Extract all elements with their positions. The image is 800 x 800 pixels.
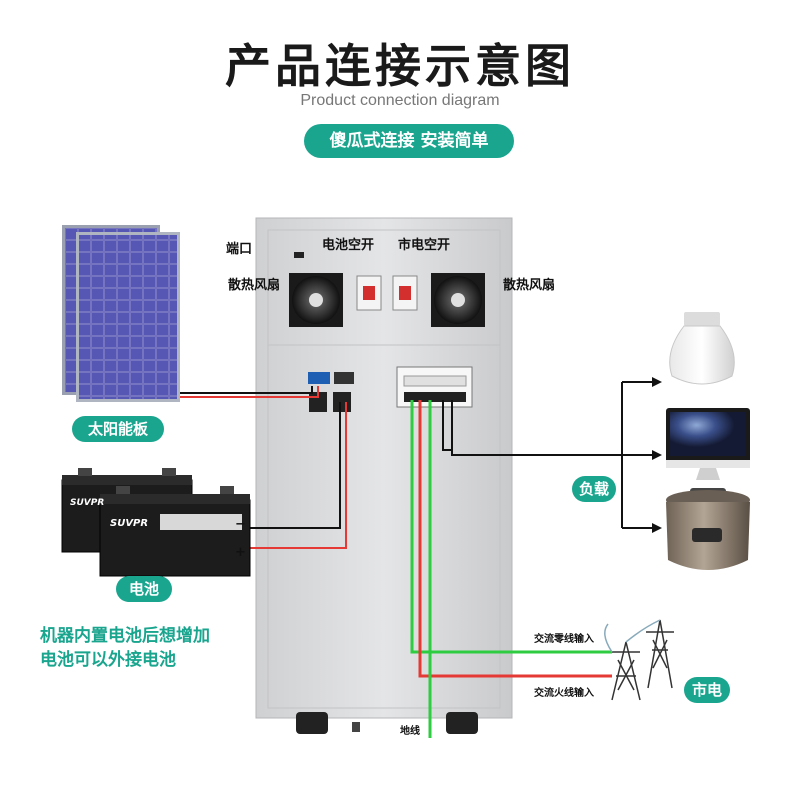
solar-wire-positive	[180, 386, 319, 398]
mains-breaker-icon	[392, 275, 418, 311]
port-icon	[294, 252, 304, 258]
fan-right-icon	[431, 273, 485, 327]
external-battery-note: 机器内置电池后想增加 电池可以外接电池	[40, 624, 250, 672]
battery-brand-back: SUVPR	[70, 498, 104, 508]
mains-label: 市电	[684, 677, 730, 703]
battery-minus-sign: −	[235, 517, 246, 532]
solar-panel-icon	[62, 225, 180, 402]
battery-plus-sign: +	[235, 545, 246, 560]
fan-right-label: 散热风扇	[503, 278, 556, 293]
battery-icon: SUVPR SUVPR	[61, 468, 251, 577]
lamp-icon	[669, 312, 735, 385]
live-wire	[418, 400, 612, 678]
tagline-badge: 傻瓜式连接 安装简单	[304, 124, 514, 158]
load-label: 负载	[572, 476, 616, 502]
port-label: 端口	[226, 242, 253, 257]
fan-left-label: 散热风扇	[228, 278, 281, 293]
solar-panel-label: 太阳能板	[72, 416, 164, 442]
battery-brand-front: SUVPR	[110, 518, 148, 529]
battery-wire-negative	[246, 402, 341, 529]
load-wire-b	[451, 400, 622, 456]
ac-terminal-block	[396, 366, 473, 408]
battery-label: 电池	[116, 576, 172, 602]
note-line-1: 机器内置电池后想增加	[40, 626, 210, 646]
fan-left-icon	[289, 273, 343, 327]
mains-breaker-label: 市电空开	[398, 238, 451, 253]
note-line-2: 电池可以外接电池	[40, 650, 176, 670]
load-branch-arrows	[621, 377, 662, 533]
page-subtitle: Product connection diagram	[300, 92, 500, 109]
rice-cooker-icon	[666, 488, 750, 570]
monitor-icon	[666, 408, 750, 480]
neutral-wire	[410, 400, 612, 654]
ground-label: 地线	[400, 726, 420, 737]
battery-breaker-icon	[356, 275, 382, 311]
live-input-label: 交流火线输入	[534, 688, 594, 699]
load-wire-a	[442, 400, 452, 451]
power-tower-icon	[604, 619, 674, 701]
battery-breaker-label: 电池空开	[322, 238, 375, 253]
page-title: 产品连接示意图	[225, 39, 575, 93]
battery-wire-positive	[246, 402, 347, 549]
neutral-input-label: 交流零线输入	[534, 634, 594, 645]
solar-wire-negative	[180, 386, 313, 394]
